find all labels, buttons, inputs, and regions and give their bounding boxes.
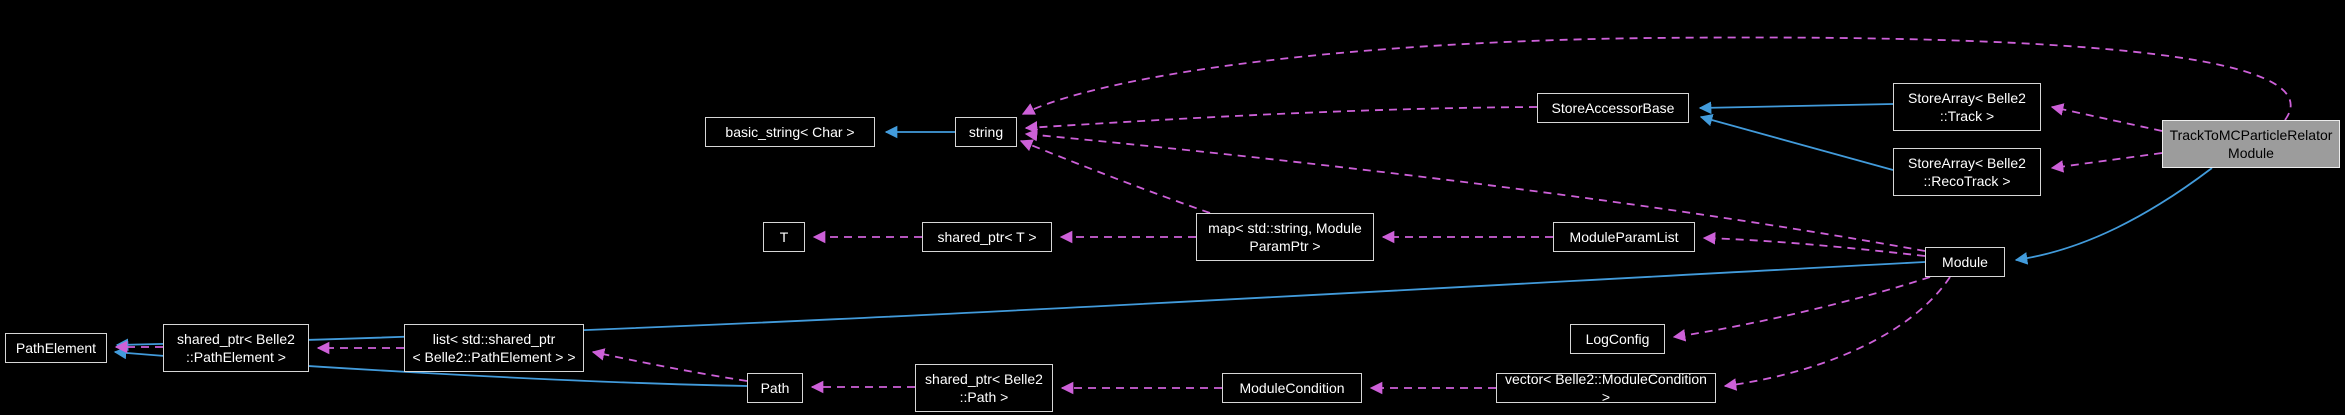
node-label: shared_ptr< T > bbox=[937, 228, 1037, 245]
node-label: vector< Belle2::ModuleCondition > bbox=[1505, 370, 1707, 405]
edge-trackmodule-to-storearraytrack bbox=[2050, 103, 2163, 132]
node-map-module-param[interactable]: map< std::string, Module ParamPtr > bbox=[1196, 213, 1374, 261]
node-basic-string[interactable]: basic_string< Char > bbox=[705, 117, 875, 147]
node-shared-ptr-path-element[interactable]: shared_ptr< Belle2 ::PathElement > bbox=[163, 324, 309, 372]
edge-map-to-string bbox=[1019, 139, 1211, 214]
node-label: list< std::shared_ptr < Belle2::PathElem… bbox=[412, 330, 576, 365]
node-vector-module-condition[interactable]: vector< Belle2::ModuleCondition > bbox=[1496, 370, 1716, 405]
edge-module-to-string bbox=[1024, 128, 1926, 252]
edge-trackmodule-to-string-arc bbox=[1021, 36, 2292, 121]
edge-trackmodule-to-module bbox=[2014, 167, 2213, 265]
node-store-array-recotrack[interactable]: StoreArray< Belle2 ::RecoTrack > bbox=[1893, 148, 2041, 196]
node-label: LogConfig bbox=[1585, 330, 1650, 347]
node-label: Path bbox=[760, 379, 790, 396]
node-label: ModuleParamList bbox=[1569, 228, 1679, 245]
node-label: Module bbox=[1942, 253, 1988, 270]
node-shared-ptr-path[interactable]: shared_ptr< Belle2 ::Path > bbox=[915, 364, 1053, 412]
edge-module-to-pathelement bbox=[115, 261, 1926, 352]
node-label: TrackToMCParticleRelator Module bbox=[2169, 126, 2333, 161]
edge-module-to-moduleparamlist bbox=[1702, 232, 1926, 257]
node-label: T bbox=[779, 228, 789, 245]
node-module[interactable]: Module bbox=[1925, 247, 2005, 277]
node-shared-ptr-t[interactable]: shared_ptr< T > bbox=[922, 222, 1052, 252]
edge-path-to-list bbox=[591, 348, 748, 382]
node-label: StoreArray< Belle2 ::RecoTrack > bbox=[1908, 154, 2026, 189]
edge-storearraytrack-to-storeaccessorbase bbox=[1698, 101, 1894, 115]
edge-trackmodule-to-storearrayrecotrack bbox=[2050, 152, 2163, 173]
edge-module-to-vectorcondition bbox=[1723, 276, 1951, 391]
node-label: shared_ptr< Belle2 ::Path > bbox=[925, 370, 1043, 405]
node-path-element[interactable]: PathElement bbox=[5, 333, 107, 363]
node-label: string bbox=[968, 123, 1004, 140]
node-label: StoreAccessorBase bbox=[1551, 99, 1675, 116]
node-store-array-track[interactable]: StoreArray< Belle2 ::Track > bbox=[1893, 83, 2041, 131]
node-label: basic_string< Char > bbox=[725, 123, 855, 140]
node-log-config[interactable]: LogConfig bbox=[1570, 324, 1665, 354]
node-label: ModuleCondition bbox=[1239, 379, 1345, 396]
edge-storearrayrecotrack-to-storeaccessorbase bbox=[1699, 113, 1894, 171]
node-t[interactable]: T bbox=[763, 222, 805, 252]
edge-storeaccessorbase-to-string bbox=[1024, 106, 1538, 134]
node-label: shared_ptr< Belle2 ::PathElement > bbox=[177, 330, 295, 365]
node-track-to-mc-particle-relator-module[interactable]: TrackToMCParticleRelator Module bbox=[2162, 120, 2340, 168]
edge-module-to-logconfig bbox=[1672, 276, 1931, 342]
node-module-condition[interactable]: ModuleCondition bbox=[1222, 373, 1362, 403]
node-path[interactable]: Path bbox=[747, 373, 803, 403]
node-module-param-list[interactable]: ModuleParamList bbox=[1553, 222, 1695, 252]
node-list-shared-ptr[interactable]: list< std::shared_ptr < Belle2::PathElem… bbox=[404, 324, 584, 372]
node-store-accessor-base[interactable]: StoreAccessorBase bbox=[1537, 93, 1689, 123]
node-label: PathElement bbox=[15, 339, 97, 356]
node-string[interactable]: string bbox=[955, 117, 1017, 147]
node-label: map< std::string, Module ParamPtr > bbox=[1208, 219, 1362, 254]
node-label: StoreArray< Belle2 ::Track > bbox=[1908, 89, 2026, 124]
